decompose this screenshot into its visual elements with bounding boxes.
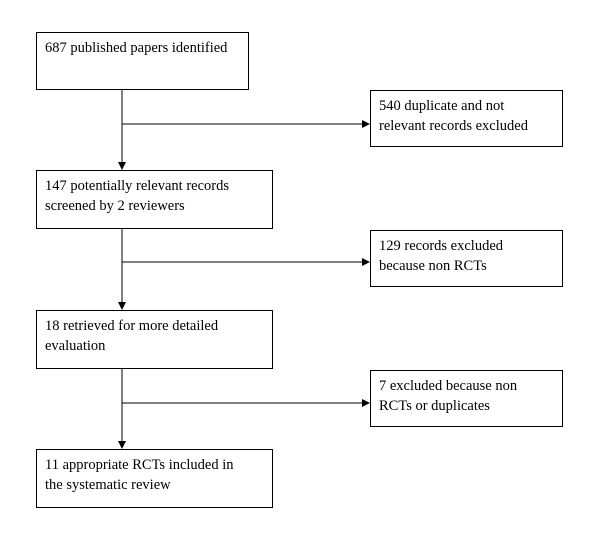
- non-rct-excluded-box: 129 records excluded because non RCTs: [370, 230, 563, 287]
- papers-identified-box: 687 published papers identified: [36, 32, 249, 90]
- non-rct-or-duplicates-excluded-box: 7 excluded because non RCTs or duplicate…: [370, 370, 563, 427]
- duplicates-excluded-box: 540 duplicate and not relevant records e…: [370, 90, 563, 147]
- rcts-included-box: 11 appropriate RCTs included in the syst…: [36, 449, 273, 508]
- records-screened-box: 147 potentially relevant records screene…: [36, 170, 273, 229]
- retrieved-for-evaluation-box: 18 retrieved for more detailed evaluatio…: [36, 310, 273, 369]
